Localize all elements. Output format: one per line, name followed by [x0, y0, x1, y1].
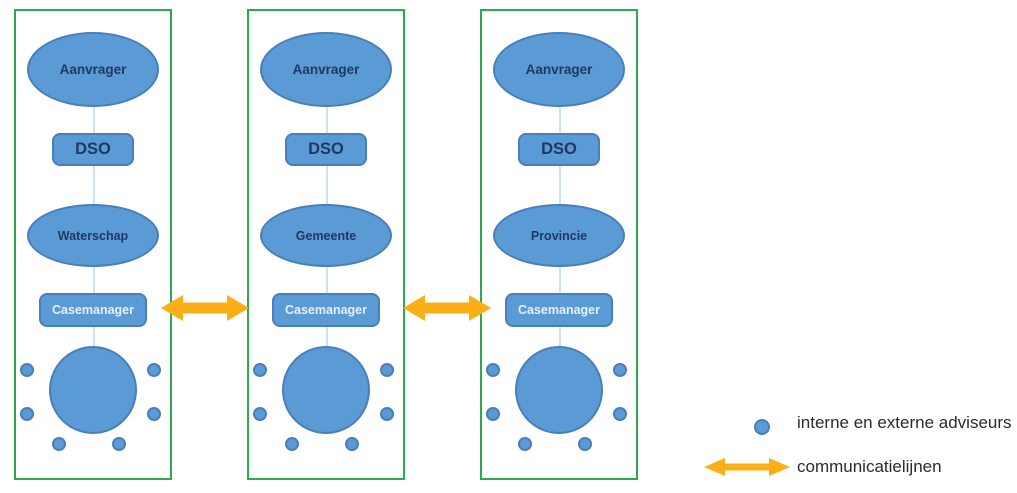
authority-label: Waterschap [57, 228, 129, 243]
casemanager-label: Casemanager [518, 303, 600, 317]
casemanager-label: Casemanager [52, 303, 134, 317]
applicant-ellipse: Aanvrager [493, 32, 625, 107]
dso-label: DSO [541, 140, 577, 158]
lane-frame-provincie: Aanvrager DSO Provincie Casemanager [480, 9, 638, 480]
casemanager-box: Casemanager [505, 293, 613, 327]
advisors-circle [282, 346, 370, 434]
advisor-dot [147, 407, 161, 421]
dso-label: DSO [308, 140, 344, 158]
legend-advisors-label: interne en externe adviseurs [797, 413, 1012, 432]
advisor-dot [20, 407, 34, 421]
advisor-dot [285, 437, 299, 451]
lane-frame-gemeente: Aanvrager DSO Gemeente Casemanager [247, 9, 405, 480]
authority-label: Provincie [530, 228, 588, 243]
legend-advisors-dot-icon [754, 419, 770, 435]
connector-line [326, 107, 328, 133]
casemanager-box: Casemanager [272, 293, 380, 327]
advisor-dot [147, 363, 161, 377]
applicant-ellipse: Aanvrager [27, 32, 159, 107]
advisor-dot [253, 363, 267, 377]
advisor-dot [20, 363, 34, 377]
advisor-dot [578, 437, 592, 451]
connector-line [559, 267, 561, 293]
advisor-dot [486, 363, 500, 377]
advisors-circle [49, 346, 137, 434]
advisor-dot [613, 363, 627, 377]
casemanager-label: Casemanager [285, 303, 367, 317]
connector-line [559, 327, 561, 347]
casemanager-box: Casemanager [39, 293, 147, 327]
applicant-label: Aanvrager [59, 62, 127, 77]
applicant-label: Aanvrager [525, 62, 593, 77]
applicant-ellipse: Aanvrager [260, 32, 392, 107]
authority-ellipse-provincie: Provincie [493, 204, 625, 267]
advisor-dot [518, 437, 532, 451]
advisor-dot [345, 437, 359, 451]
connector-line [326, 166, 328, 204]
advisor-dot [112, 437, 126, 451]
connector-line [93, 327, 95, 347]
advisor-dot [613, 407, 627, 421]
advisor-dot [380, 407, 394, 421]
communication-arrow-icon [161, 295, 249, 321]
communication-arrow-icon [403, 295, 491, 321]
connector-line [93, 267, 95, 293]
connector-line [326, 267, 328, 293]
dso-box: DSO [518, 133, 600, 166]
connector-line [93, 107, 95, 133]
advisor-dot [380, 363, 394, 377]
advisor-dot [486, 407, 500, 421]
advisor-dot [253, 407, 267, 421]
connector-line [559, 166, 561, 204]
connector-line [326, 327, 328, 347]
applicant-label: Aanvrager [292, 62, 360, 77]
lane-frame-waterschap: Aanvrager DSO Waterschap Casemanager [14, 9, 172, 480]
authority-ellipse-gemeente: Gemeente [260, 204, 392, 267]
dso-label: DSO [75, 140, 111, 158]
authority-label: Gemeente [295, 228, 357, 243]
advisors-circle [515, 346, 603, 434]
legend-communication-label: communicatielijnen [797, 457, 942, 476]
authority-ellipse-waterschap: Waterschap [27, 204, 159, 267]
dso-box: DSO [285, 133, 367, 166]
advisor-dot [52, 437, 66, 451]
legend-communication-arrow-icon [704, 458, 790, 476]
connector-line [93, 166, 95, 204]
dso-box: DSO [52, 133, 134, 166]
connector-line [559, 107, 561, 133]
